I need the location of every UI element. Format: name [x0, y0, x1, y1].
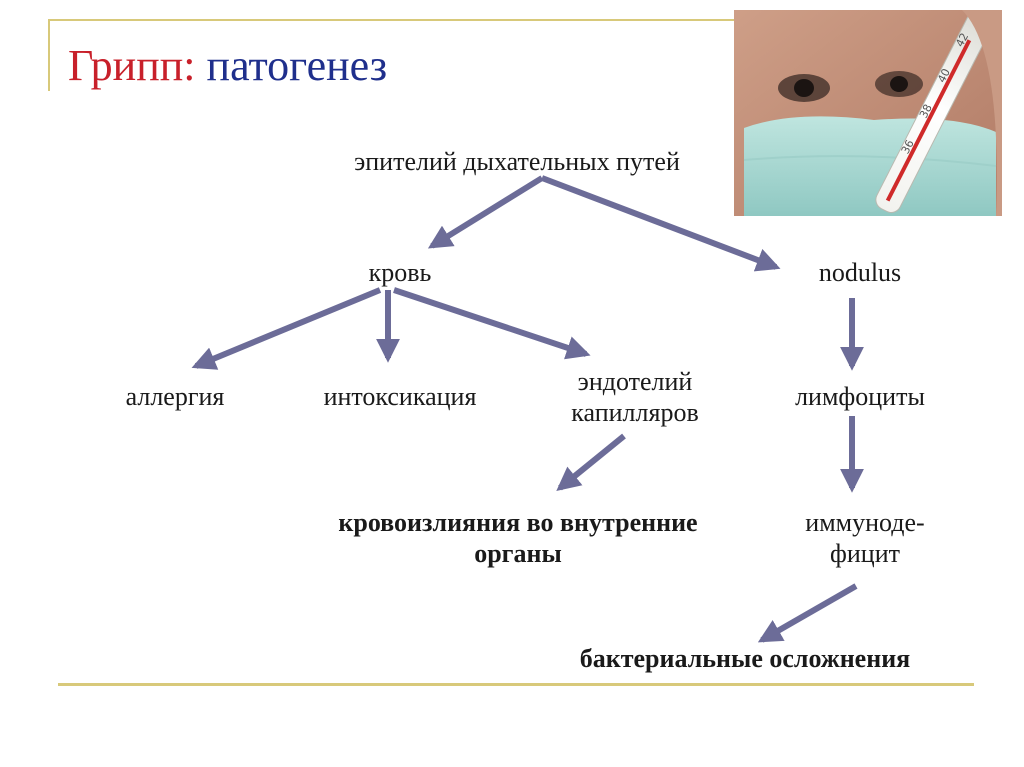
arrow-blood-to-endothelium [393, 287, 591, 360]
node-line: nodulus [818, 258, 902, 287]
node-line: органы [474, 539, 562, 568]
arrow-endothelium-to-hemorrhage [556, 433, 626, 492]
node-lymphocytes: лимфоциты [770, 381, 950, 412]
arrow-epithelium-to-blood [427, 175, 544, 249]
node-blood: кровь [330, 257, 470, 288]
thermometer-label-40: 40 [935, 66, 953, 84]
thermometer-label-42: 42 [953, 31, 971, 49]
node-line: кровь [368, 258, 432, 287]
node-line: эндотелий [577, 367, 693, 396]
mask-thermometer-photo-icon: 36 38 40 42 [734, 10, 1002, 216]
node-line: иммуноде- [805, 508, 925, 537]
top-rule [48, 19, 734, 21]
left-rule [48, 19, 50, 91]
thermometer-label-38: 38 [917, 102, 935, 120]
node-line: капилляров [571, 398, 699, 427]
node-line: бактериальные осложнения [579, 644, 911, 673]
page-title: Грипп: патогенез [68, 41, 388, 90]
arrow-epithelium-to-nodulus [540, 175, 781, 272]
title-disease: Грипп: [68, 41, 196, 90]
node-line: интоксикация [323, 382, 477, 411]
bottom-rule [58, 683, 974, 686]
node-epithelium: эпителий дыхательных путей [310, 146, 724, 177]
node-intoxication: интоксикация [300, 381, 500, 412]
node-line: кровоизлияния во внутренние [338, 508, 698, 537]
node-immunodeficiency: иммуноде-фицит [780, 507, 950, 569]
node-line: лимфоциты [795, 382, 925, 411]
thermometer-label-36: 36 [899, 138, 917, 156]
arrow-immunodeficiency-to-bacterial [757, 583, 858, 643]
node-nodulus: nodulus [790, 257, 930, 288]
arrow-blood-to-allergy [191, 287, 382, 370]
node-line: аллергия [125, 382, 225, 411]
node-allergy: аллергия [100, 381, 250, 412]
node-bacterial: бактериальные осложнения [538, 643, 952, 674]
node-line: фицит [830, 539, 900, 568]
title-topic: патогенез [206, 41, 388, 90]
node-line: эпителий дыхательных путей [354, 147, 680, 176]
